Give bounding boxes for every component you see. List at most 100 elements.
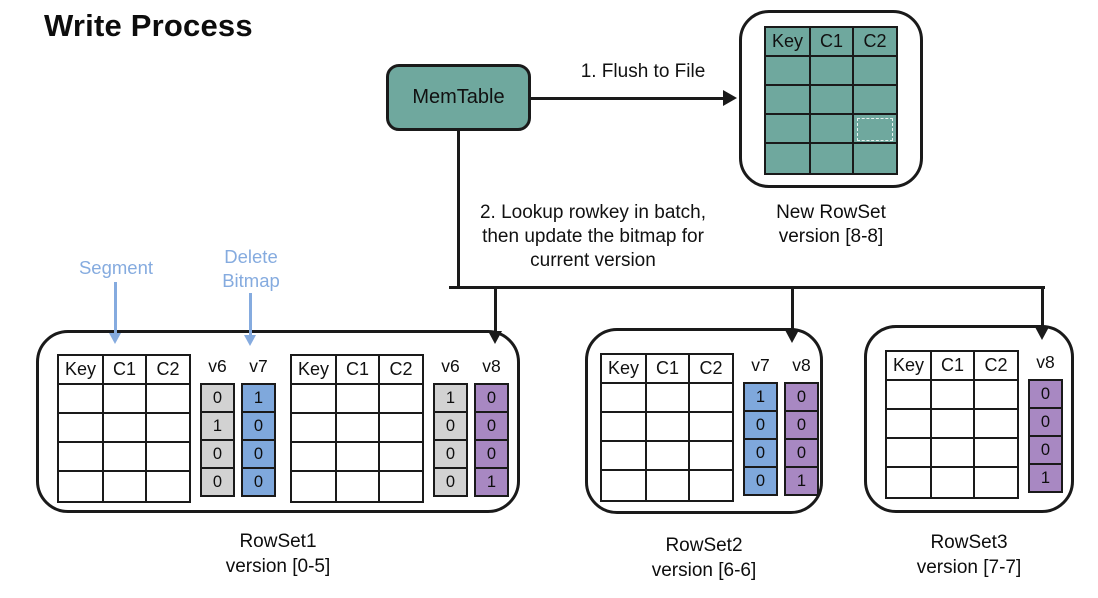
bitmap-version-label: v8	[1036, 352, 1055, 372]
table-cell	[766, 86, 811, 115]
bitmap-cell: 0	[786, 384, 817, 410]
bitmap-cell: 0	[786, 438, 817, 466]
column-header: C2	[147, 356, 189, 385]
rowset2-caption: RowSet2 version [6-6]	[585, 533, 823, 583]
table-cell	[380, 472, 422, 501]
column-header: C2	[854, 28, 896, 57]
table-cell	[647, 413, 690, 442]
table-cell	[602, 384, 647, 413]
table-cell	[647, 384, 690, 413]
rowset2-arrowhead-icon	[785, 330, 799, 343]
column-header: Key	[602, 355, 647, 384]
flush-arrowhead-icon	[723, 90, 737, 106]
segment-pointer-line	[114, 282, 117, 334]
bitmap-cell: 0	[435, 439, 466, 467]
table-cell	[337, 414, 380, 443]
column-header: Key	[887, 352, 932, 381]
table-cell	[647, 471, 690, 500]
drop-line-rowset1	[494, 288, 497, 332]
table-cell	[975, 468, 1017, 497]
bitmap-cell: 0	[745, 410, 776, 438]
table-cell	[811, 144, 854, 173]
column-header: C2	[380, 356, 422, 385]
table-cell	[602, 442, 647, 471]
delete-bitmap-pointer-arrowhead-icon	[244, 335, 256, 346]
table-cell	[292, 385, 337, 414]
page-title: Write Process	[44, 8, 253, 43]
table-cell	[147, 414, 189, 443]
drop-line-rowset3	[1041, 288, 1044, 328]
column-header: Key	[292, 356, 337, 385]
bitmap-cell: 0	[786, 410, 817, 438]
column-header: C1	[337, 356, 380, 385]
table-cell	[59, 385, 104, 414]
bitmap-cell: 0	[745, 438, 776, 466]
table-cell	[104, 443, 147, 472]
table-cell	[887, 381, 932, 410]
table-cell	[292, 472, 337, 501]
bitmap-version-label: v8	[482, 356, 501, 376]
bitmap-cell: 0	[435, 411, 466, 439]
bitmap-version-label: v7	[249, 356, 268, 376]
lookup-note: 2. Lookup rowkey in batch, then update t…	[462, 201, 724, 273]
bitmap-cell: 0	[1030, 435, 1061, 463]
table-cell	[59, 443, 104, 472]
table-cell	[854, 86, 896, 115]
bitmap-cell: 0	[202, 467, 233, 495]
table-cell	[292, 443, 337, 472]
delete-bitmap-pointer-line	[249, 293, 252, 336]
table-cell	[811, 115, 854, 144]
distribution-line	[449, 286, 1045, 289]
table-cell	[690, 442, 732, 471]
flush-arrow-line	[531, 97, 727, 100]
table-cell	[975, 439, 1017, 468]
table-cell	[854, 115, 896, 144]
table-cell	[766, 144, 811, 173]
table-cell	[602, 413, 647, 442]
bitmap-cell: 1	[435, 385, 466, 411]
table-cell	[887, 439, 932, 468]
bitmap-cell: 0	[243, 411, 274, 439]
lookup-note-line: 2. Lookup rowkey in batch,	[479, 202, 707, 223]
table-cell	[380, 385, 422, 414]
bitmap-cell: 1	[1030, 463, 1061, 491]
rowset3-version: version [7-7]	[916, 557, 1022, 578]
bitmap-cell: 0	[745, 466, 776, 494]
table-cell	[337, 443, 380, 472]
bitmap-cell: 1	[243, 385, 274, 411]
table-cell	[690, 384, 732, 413]
column-header: Key	[766, 28, 811, 57]
bitmap-version-label: v6	[441, 356, 460, 376]
new-rowset-version: version [8-8]	[778, 226, 884, 247]
table-cell	[380, 414, 422, 443]
bitmap-cell: 0	[243, 467, 274, 495]
delete-bitmap-annotation: Delete Bitmap	[201, 245, 301, 293]
column-header: C1	[932, 352, 975, 381]
delete-bitmap-annotation-line: Bitmap	[222, 270, 280, 291]
column-header: C1	[104, 356, 147, 385]
rowset2-name: RowSet2	[665, 535, 743, 556]
column-header: C1	[647, 355, 690, 384]
table-cell	[602, 471, 647, 500]
